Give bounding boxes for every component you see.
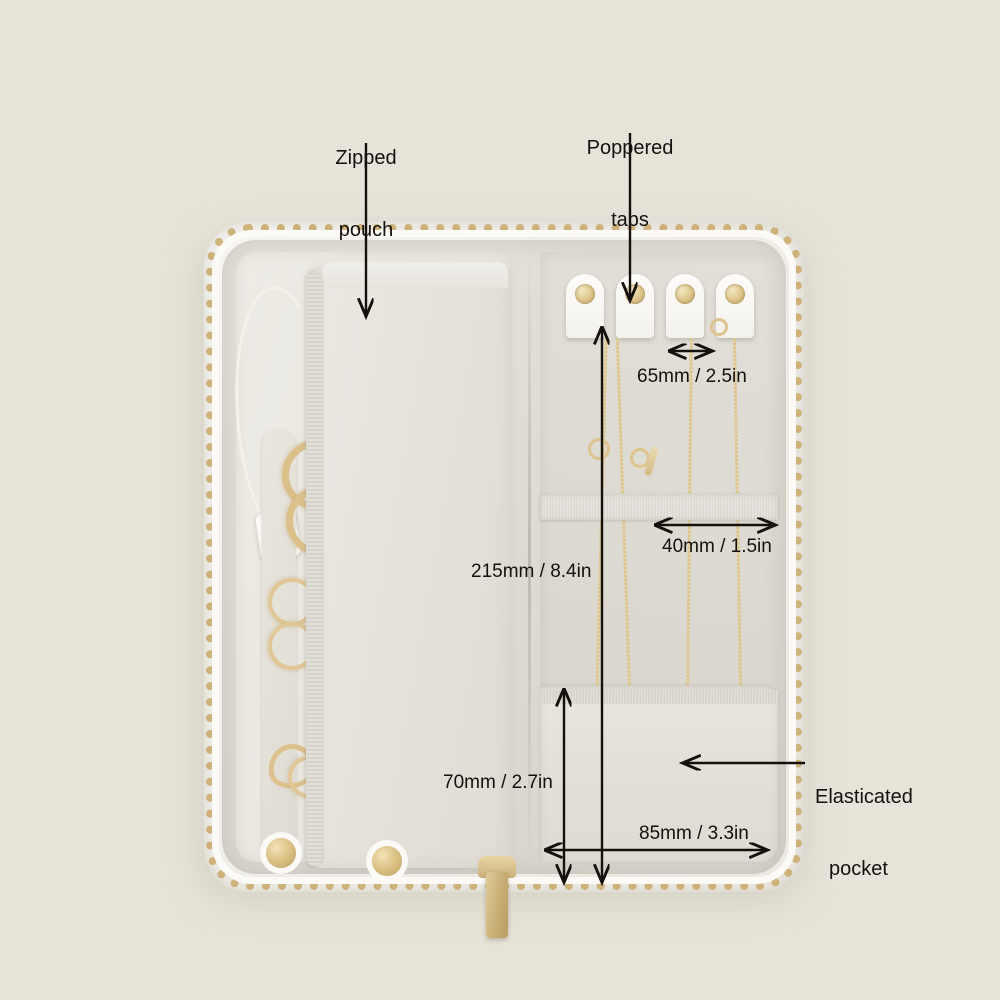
callout-poppered-tabs-line2: tabs [611, 209, 649, 231]
callout-poppered-tabs: Poppered tabs [570, 88, 690, 280]
zipped-pouch [310, 268, 510, 868]
callout-zipped-pouch-line1: Zipped [335, 147, 397, 169]
pouch-zipper [306, 272, 322, 866]
case-spine-fold [528, 245, 531, 870]
zipper-pull-tab [486, 872, 508, 938]
callout-zipped-pouch: Zipped pouch [306, 98, 426, 290]
pouch-popper-snap [372, 846, 402, 876]
poppered-tab [566, 274, 604, 338]
dim-label-pocket-width: 85mm / 3.3in [639, 823, 749, 844]
zipped-pouch-top-edge [322, 262, 508, 288]
callout-elasticated-pocket-line2: pocket [829, 858, 888, 880]
necklace-charm [588, 438, 610, 460]
dim-label-tab-spacing: 65mm / 2.5in [637, 366, 747, 387]
strap-popper-snap [266, 838, 296, 868]
elasticated-pocket [540, 686, 778, 862]
callout-poppered-tabs-line1: Poppered [586, 137, 674, 159]
callout-elasticated-pocket-line1: Elasticated [815, 786, 913, 808]
callout-zipped-pouch-line2: pouch [338, 219, 394, 241]
necklace-clasp [710, 318, 728, 336]
dim-label-panel-height: 215mm / 8.4in [471, 561, 592, 582]
dim-label-band-width: 40mm / 1.5in [662, 536, 772, 557]
poppered-tab [616, 274, 654, 338]
callout-elasticated-pocket: Elasticated pocket [815, 737, 975, 929]
elastic-retaining-band [540, 494, 778, 520]
poppered-tab [666, 274, 704, 338]
dim-label-pocket-height: 70mm / 2.7in [443, 772, 553, 793]
